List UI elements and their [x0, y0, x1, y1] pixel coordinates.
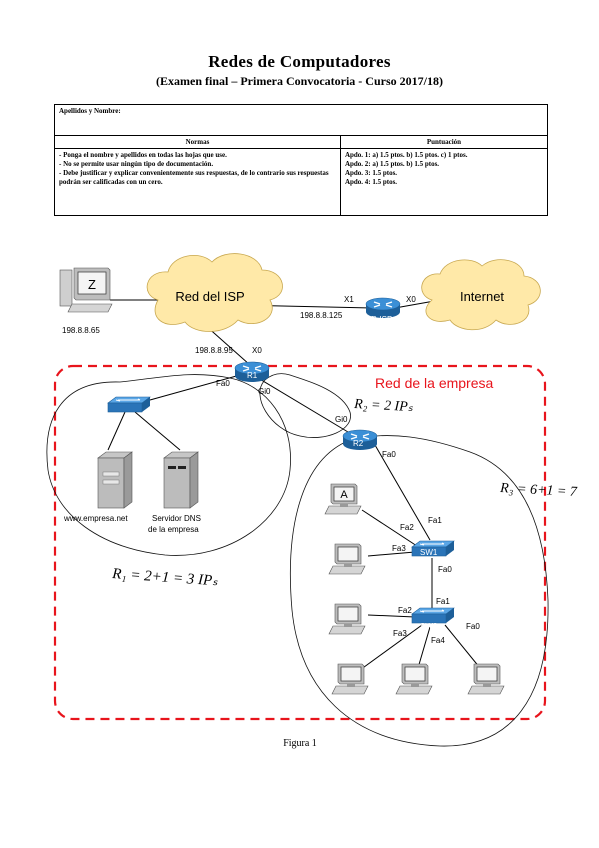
page-title: Redes de Computadores [208, 52, 391, 71]
sw2-fa4: Fa4 [431, 636, 445, 645]
r1-x0: X0 [252, 346, 262, 355]
sw2-label: SW2 [420, 622, 438, 631]
pc-sw2-fa0 [467, 663, 505, 695]
dmz-switch [107, 396, 151, 413]
host-a-label: A [340, 489, 348, 501]
rule-item: - No se permite usar ningún tipo de docu… [59, 160, 214, 168]
score-item: Apdo. 4: 1.5 ptos. [344, 178, 398, 186]
pc-sw1-fa3 [328, 543, 366, 575]
link-sw2-pc4 [359, 624, 423, 671]
pc-sw2-fa4 [395, 663, 433, 695]
note-r1: R₁ = 2+1 = 3 IPₛ [111, 566, 219, 589]
r-isp-x0: X0 [406, 295, 416, 304]
sw2-fa3: Fa3 [393, 629, 407, 638]
internet-cloud-label: Internet [460, 289, 504, 304]
link-sw2-pc6 [444, 624, 481, 669]
dns-server [163, 451, 199, 509]
r1-label: R1 [247, 371, 258, 380]
name-label: Apellidos y Nombre: [59, 107, 121, 115]
r-isp-ip: 198.8.8.125 [300, 311, 343, 320]
link-sw1-hostA [361, 509, 421, 549]
host-z-label: Z [88, 277, 96, 292]
note-r2: R₂ = 2 IPₛ [353, 397, 414, 415]
link-switch-web [107, 411, 126, 451]
host-z: Z [59, 267, 113, 313]
score-item: Apdo. 2: a) 1.5 ptos. b) 1.5 ptos. [344, 160, 440, 168]
r2-fa0: Fa0 [382, 450, 396, 459]
company-network-label: Red de la empresa [375, 375, 494, 391]
subnet-r3-outline [290, 435, 549, 747]
sw1-label: SW1 [420, 548, 438, 557]
link-r1-r2 [257, 377, 349, 433]
figure-caption: Figura 1 [283, 738, 317, 749]
dns-server-label-1: Servidor DNS [152, 514, 201, 523]
sw2-fa0: Fa0 [466, 622, 480, 631]
host-z-ip: 198.8.8.65 [62, 326, 100, 335]
isp-cloud-label: Red del ISP [175, 289, 244, 304]
rules-cell: - Ponga el nombre y apellidos en todas l… [54, 148, 341, 216]
rule-item: - Ponga el nombre y apellidos en todas l… [59, 151, 227, 159]
r1-ip: 198.8.8.95 [195, 346, 233, 355]
pc-sw2-fa3 [331, 663, 369, 695]
note-r3: R₃ = 6+1 = 7 [499, 481, 578, 500]
link-r2-sw1 [374, 444, 431, 541]
link-sw2-pc5 [417, 626, 431, 669]
host-a: A [324, 483, 362, 515]
company-network-boundary [53, 364, 547, 721]
internet-cloud: Internet [421, 259, 541, 331]
sw2-fa1: Fa1 [436, 597, 450, 606]
link-r1-switch [149, 374, 241, 401]
r2-label: R2 [353, 439, 364, 448]
exam-info-table: Apellidos y Nombre: Normas Puntuación - … [54, 104, 549, 216]
sw1-fa3: Fa3 [392, 544, 406, 553]
subnet-r1-outline [46, 374, 291, 556]
r2-gi0: Gi0 [335, 415, 348, 424]
r1-gi0: Gi0 [258, 387, 271, 396]
link-sw2-pc3 [367, 614, 416, 618]
r1-fa0: Fa0 [216, 379, 230, 388]
isp-cloud: Red del ISP [146, 253, 283, 332]
rule-item: - Debe justificar y explicar conveniente… [59, 169, 329, 186]
r-isp-label: R-ISP [371, 315, 392, 324]
sw2-fa2: Fa2 [398, 606, 412, 615]
sw1-fa0: Fa0 [438, 565, 452, 574]
scores-cell: Apdo. 1: a) 1.5 ptos. b) 1.5 ptos. c) 1 … [339, 148, 549, 216]
sw1-fa2: Fa2 [400, 523, 414, 532]
dns-server-label-2: de la empresa [148, 525, 199, 534]
web-server-label: www.empresa.net [63, 514, 128, 523]
score-item: Apdo. 3: 1.5 ptos. [344, 169, 398, 177]
subnet-r2-outline [259, 373, 351, 438]
r-isp-x1: X1 [344, 295, 354, 304]
web-server [97, 451, 133, 509]
score-item: Apdo. 1: a) 1.5 ptos. b) 1.5 ptos. c) 1 … [344, 151, 468, 159]
sw1-fa1: Fa1 [428, 516, 442, 525]
page-subtitle: (Examen final – Primera Convocatoria - C… [156, 74, 443, 88]
switch-sw2 [411, 607, 455, 624]
link-sw1-pc2 [367, 551, 416, 557]
pc-sw2-fa2 [328, 603, 366, 635]
link-switch-dns [134, 411, 181, 451]
